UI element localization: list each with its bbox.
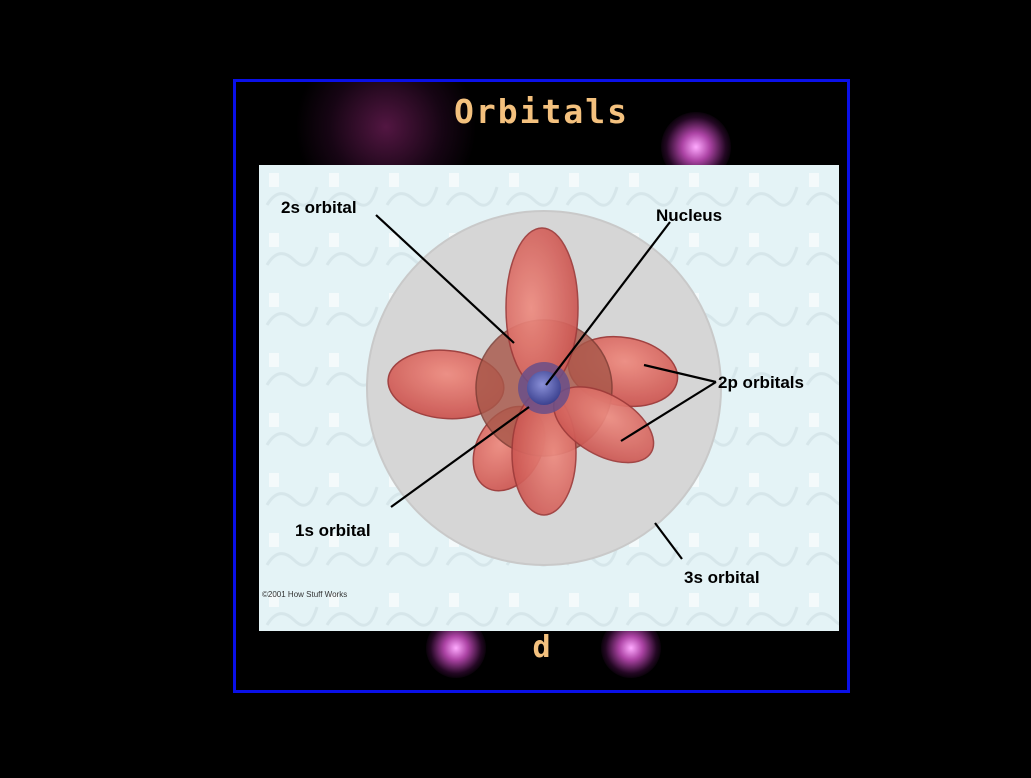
leader-line-1s <box>390 406 530 508</box>
slide-title: Orbitals <box>454 92 629 131</box>
leader-line-2p-lower <box>620 381 717 442</box>
leader-line-nucleus <box>545 221 671 386</box>
leader-line-3s <box>654 522 683 560</box>
slide-caption: d <box>532 630 551 665</box>
leader-line-2s <box>375 214 515 344</box>
label-2s-orbital: 2s orbital <box>281 198 357 217</box>
label-2p-orbitals: 2p orbitals <box>718 373 804 392</box>
orbital-illustration <box>259 165 839 631</box>
label-1s-orbital: 1s orbital <box>295 521 371 540</box>
label-3s-orbital: 3s orbital <box>684 568 760 587</box>
leader-line-2p-upper <box>643 363 717 384</box>
orbital-diagram: 2s orbital Nucleus 2p orbitals 1s orbita… <box>259 165 839 631</box>
leader-lines <box>375 214 717 560</box>
nucleus-shape <box>527 371 561 405</box>
slide-frame: Orbitals <box>233 79 850 693</box>
copyright-notice: ©2001 How Stuff Works <box>262 590 348 599</box>
label-nucleus: Nucleus <box>656 206 723 225</box>
